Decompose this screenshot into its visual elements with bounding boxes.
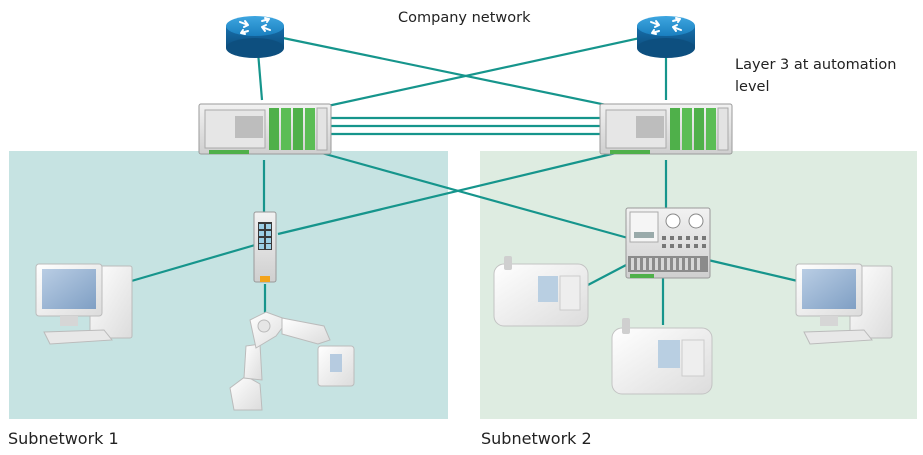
subnetwork-2-label: Subnetwork 2 <box>481 429 592 448</box>
link-router-left-to-switch-left <box>256 51 264 101</box>
layer3-label: Layer 3 at automation level <box>735 57 897 95</box>
pc-left-icon <box>35 263 133 345</box>
link-controller-to-pc-right <box>707 258 803 284</box>
router-left-icon <box>226 16 284 58</box>
controller-icon <box>625 207 711 279</box>
pc-right-icon <box>795 263 893 345</box>
router-right-icon <box>637 16 695 58</box>
link-switch-left-to-controller <box>317 150 629 240</box>
robot-arm-icon <box>229 311 355 411</box>
layer3-switch-right <box>599 103 733 155</box>
link-switch-right-to-unmanaged <box>277 150 621 236</box>
link-controller-to-machine-left <box>585 263 629 287</box>
link-router-left-to-switch-right <box>282 36 641 114</box>
network-links <box>127 36 803 325</box>
machine-bottom-icon <box>611 318 713 395</box>
layer3-switch-left <box>198 103 332 155</box>
company-network-label: Company network <box>398 10 531 26</box>
unmanaged-switch-icon <box>253 211 277 283</box>
link-router-right-to-switch-left <box>299 36 641 114</box>
machine-left-icon <box>493 256 589 327</box>
link-unmanaged-to-pc-left <box>127 243 256 284</box>
subnetwork-1-label: Subnetwork 1 <box>8 429 119 448</box>
